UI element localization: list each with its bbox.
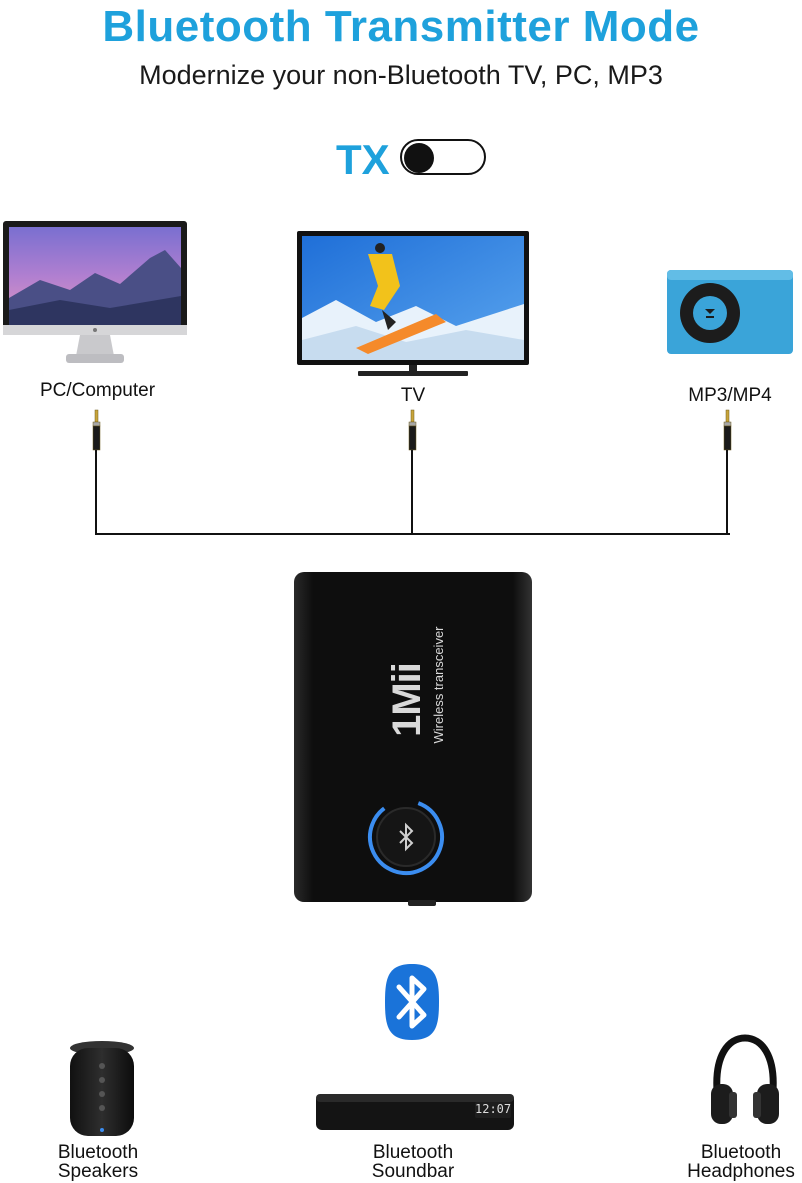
device-power-button[interactable] — [372, 803, 440, 871]
output-label-speakers-line1: Bluetooth — [57, 1142, 139, 1163]
soundbar-display: 12:07 — [475, 1102, 512, 1116]
monitor-icon — [3, 221, 187, 363]
page-title: Bluetooth Transmitter Mode — [102, 2, 700, 51]
device-caption: Wireless transceiver — [431, 626, 446, 744]
output-label-soundbar: Bluetooth Soundbar — [349, 1143, 477, 1181]
output-label-soundbar-line2: Soundbar — [371, 1161, 455, 1182]
source-label-pc: PC/Computer — [39, 380, 156, 401]
page-subtitle: Modernize your non-Bluetooth TV, PC, MP3 — [139, 60, 663, 90]
aux-plug-tv — [408, 409, 417, 451]
toggle-knob — [404, 143, 434, 173]
output-label-headphones-line1: Bluetooth — [700, 1142, 782, 1163]
headphones-icon — [711, 1034, 779, 1124]
speaker-icon — [70, 1041, 134, 1136]
audio-cables — [92, 409, 732, 535]
bluetooth-icon — [385, 964, 439, 1040]
tv-icon — [297, 231, 529, 376]
source-label-mp3: MP3/MP4 — [688, 385, 772, 406]
mp3-player-icon — [667, 270, 793, 354]
output-label-headphones: Bluetooth Headphones — [680, 1143, 802, 1181]
aux-plug-mp3 — [723, 409, 732, 451]
tx-mode-label: TX — [336, 136, 390, 183]
tx-mode-toggle[interactable] — [400, 139, 486, 175]
output-label-headphones-line2: Headphones — [687, 1161, 795, 1182]
transceiver-device — [294, 572, 532, 906]
output-label-speakers-line2: Speakers — [57, 1161, 139, 1182]
output-label-soundbar-line1: Bluetooth — [372, 1142, 454, 1163]
soundbar-icon — [316, 1094, 514, 1130]
aux-plug-pc — [92, 409, 101, 451]
source-label-tv: TV — [400, 385, 426, 406]
output-label-speakers: Bluetooth Speakers — [34, 1143, 162, 1181]
device-brand: 1Mii — [385, 663, 429, 737]
